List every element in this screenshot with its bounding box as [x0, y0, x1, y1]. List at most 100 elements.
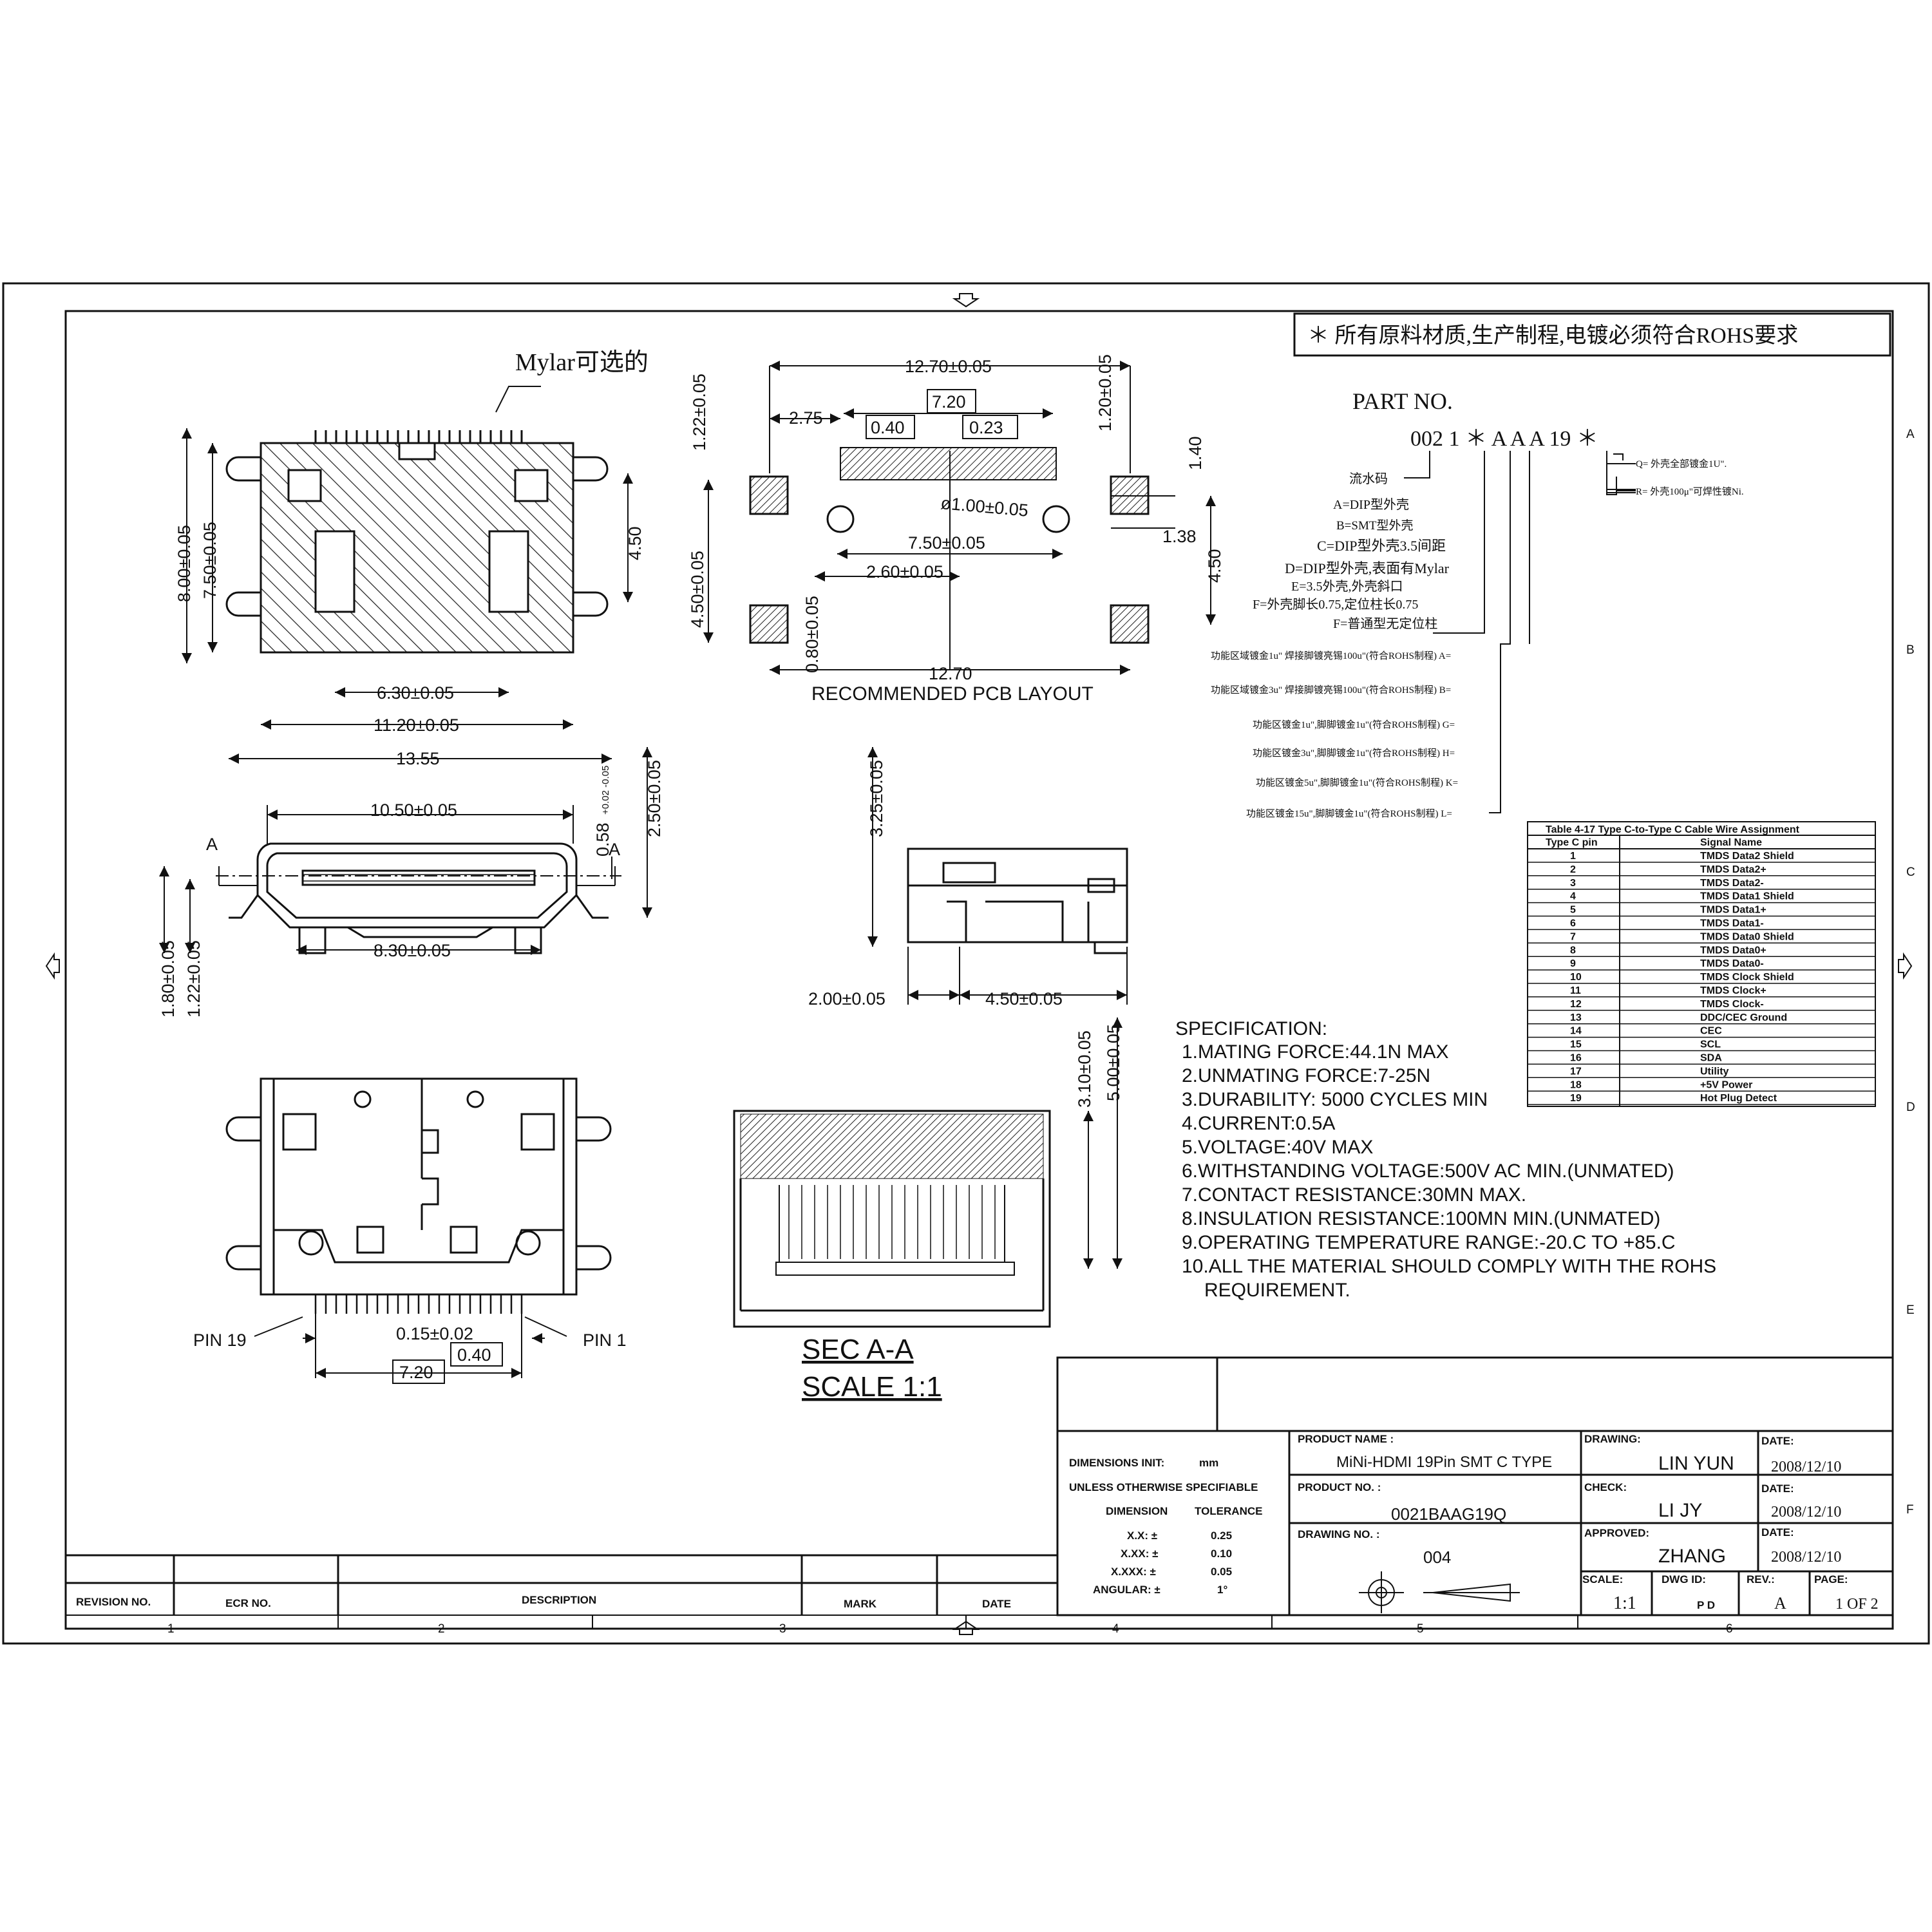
pin-table-signal-name: Hot Plug Detect: [1700, 1093, 1777, 1104]
pin-table-header-signal: Signal Name: [1700, 837, 1762, 848]
part-no-plating-l: 功能区镀金15u",脚脚镀金1u"(符合ROHS制程) L=: [1246, 808, 1452, 819]
date-label-3: DATE:: [1761, 1526, 1794, 1539]
bottom-dim-0-15: 0.15±0.02: [396, 1324, 473, 1343]
spec-item-3: 3.DURABILITY: 5000 CYCLES MIN: [1182, 1089, 1488, 1110]
bottom-view: [225, 1077, 612, 1314]
center-markers: [45, 293, 1913, 1635]
spec-item-4: 4.CURRENT:0.5A: [1182, 1113, 1335, 1134]
pcb-pad-top-left: [749, 475, 789, 515]
pcb-dim-7-20: 7.20: [932, 392, 966, 412]
pin-table-pin-number: 10: [1570, 972, 1582, 983]
tol-xxx-value: 0.10: [1211, 1548, 1232, 1560]
part-no-option-c: C=DIP型外壳3.5间距: [1317, 538, 1446, 554]
pin-table-signal-name: TMDS Clock-: [1700, 999, 1764, 1010]
tol-xxxx-label: X.XXX: ±: [1111, 1566, 1156, 1578]
part-number-block: PART NO. 002 1 ＊ A A A 19 ＊ 流水码 A=DIP型外壳…: [1211, 388, 1744, 819]
section-scale: SCALE 1:1: [802, 1371, 942, 1403]
pcb-dim-12-70-top: 12.70±0.05: [905, 357, 992, 376]
dim-w-11-20: 11.20±0.05: [374, 715, 459, 735]
pcb-dim-1-20: 1.20±0.05: [1095, 354, 1115, 431]
title-block: [66, 1356, 1894, 1616]
part-no-shell-r: R= 外壳100μ"可焊性镀Ni.: [1636, 486, 1744, 497]
pcb-dim-1-38: 1.38: [1162, 527, 1197, 546]
unless-note: UNLESS OTHERWISE SPECIFIABLE: [1069, 1481, 1258, 1493]
front-dim-1-80: 1.80±0.05: [158, 940, 178, 1018]
part-no-code: 002 1 ＊ A A A 19 ＊: [1410, 427, 1598, 451]
mark-header: MARK: [844, 1598, 877, 1610]
drawing-label: DRAWING:: [1584, 1433, 1641, 1445]
dim-right-4-50: 4.50: [625, 526, 645, 560]
date-label-2: DATE:: [1761, 1482, 1794, 1495]
zone-col-2: 2: [438, 1622, 445, 1636]
top-view: [225, 386, 609, 654]
check-by: LI JY: [1658, 1500, 1702, 1521]
zone-row-a: A: [1906, 428, 1915, 441]
product-no-label: PRODUCT NO. :: [1298, 1481, 1381, 1493]
date-3: 2008/12/10: [1771, 1549, 1841, 1566]
front-dim-0-58: 0.58: [593, 822, 612, 857]
dim-height-inner: 7.50±0.05: [200, 522, 220, 599]
part-no-plating-h: 功能区镀金3u",脚脚镀金1u"(符合ROHS制程) H=: [1253, 748, 1455, 759]
pin-19-label: PIN 19: [193, 1331, 247, 1350]
spec-item-2: 2.UNMATING FORCE:7-25N: [1182, 1065, 1430, 1086]
pcb-pad-bottom-right: [1110, 604, 1150, 644]
check-label: CHECK:: [1584, 1481, 1627, 1493]
pin-table-pin-number: 12: [1570, 999, 1582, 1010]
dim-height-outer: 8.00±0.05: [175, 525, 194, 602]
spec-item-6: 6.WITHSTANDING VOLTAGE:500V AC MIN.(UNMA…: [1182, 1160, 1674, 1182]
front-dim-8-30: 8.30±0.05: [374, 941, 451, 960]
drawing-by: LIN YUN: [1658, 1453, 1734, 1474]
pcb-dim-4-50-left: 4.50±0.05: [688, 551, 707, 628]
zone-row-d: D: [1906, 1101, 1915, 1114]
ecr-no-header: ECR NO.: [225, 1597, 271, 1609]
tol-xxxx-value: 0.05: [1211, 1566, 1232, 1578]
pin-table: Table 4-17 Type C-to-Type C Cable Wire A…: [1527, 821, 1876, 1107]
pin-table-pin-number: 19: [1570, 1093, 1582, 1104]
mylar-label: Mylar可选的: [515, 349, 649, 376]
pin-table-pin-number: 3: [1570, 878, 1576, 889]
pin-table-signal-name: TMDS Clock+: [1700, 985, 1766, 996]
tol-xx-label: X.X: ±: [1127, 1530, 1157, 1542]
dwg-id-label: DWG ID:: [1662, 1573, 1706, 1586]
pin-table-pin-number: 4: [1570, 891, 1576, 902]
rohs-note: ＊ 所有原料材质,生产制程,电镀必须符合ROHS要求: [1307, 323, 1798, 348]
page-label: PAGE:: [1814, 1573, 1848, 1586]
pin-table-pin-number: 1: [1570, 851, 1576, 862]
part-no-shell-q: Q= 外壳全部镀金1U".: [1636, 458, 1727, 469]
section-dim-3-10: 3.10±0.05: [1075, 1030, 1094, 1108]
pcb-layout-title: RECOMMENDED PCB LAYOUT: [811, 683, 1094, 705]
date-label-1: DATE:: [1761, 1435, 1794, 1447]
page-value: 1 OF 2: [1835, 1596, 1879, 1613]
part-no-option-e: E=3.5外壳,外壳斜口: [1291, 579, 1403, 594]
rev-value: A: [1774, 1594, 1786, 1613]
dim-w-6-30: 6.30±0.05: [377, 683, 454, 703]
rev-label: REV.:: [1747, 1573, 1775, 1586]
zone-column-labels: 1 2 3 4 5 6: [66, 1615, 1893, 1636]
pin-table-signal-name: CEC: [1700, 1026, 1722, 1037]
dimensions-unit: mm: [1199, 1457, 1218, 1469]
drawing-no-label: DRAWING NO. :: [1298, 1528, 1380, 1540]
side-dim-3-25: 3.25±0.05: [867, 760, 886, 837]
part-no-option-f1: F=外壳脚长0.75,定位柱长0.75: [1253, 597, 1418, 612]
spec-item-1: 1.MATING FORCE:44.1N MAX: [1182, 1041, 1449, 1063]
spec-item-8: 8.INSULATION RESISTANCE:100MN MIN.(UNMAT…: [1182, 1208, 1660, 1229]
pcb-dim-12-70-bottom: 12.70: [929, 664, 972, 683]
scale-value: 1:1: [1613, 1593, 1636, 1613]
front-section-a-right: A: [609, 840, 620, 859]
pcb-hole-right: [1042, 505, 1070, 533]
pcb-dim-1-22: 1.22±0.05: [690, 374, 709, 451]
front-view: [229, 842, 609, 954]
zone-row-f: F: [1906, 1503, 1914, 1517]
scale-label: SCALE:: [1582, 1573, 1623, 1586]
pin-1-label: PIN 1: [583, 1331, 627, 1350]
side-view: [907, 848, 1128, 954]
pin-table-pin-number: 16: [1570, 1053, 1582, 1064]
front-view-dimensions: [159, 747, 652, 955]
pin-table-pin-number: 2: [1570, 864, 1576, 875]
part-no-option-b: B=SMT型外壳: [1336, 518, 1413, 533]
pin-table-signal-name: TMDS Data0 Shield: [1700, 931, 1794, 942]
front-section-a-left: A: [206, 835, 218, 854]
pin-table-pin-number: 13: [1570, 1012, 1582, 1023]
description-header: DESCRIPTION: [522, 1594, 596, 1606]
